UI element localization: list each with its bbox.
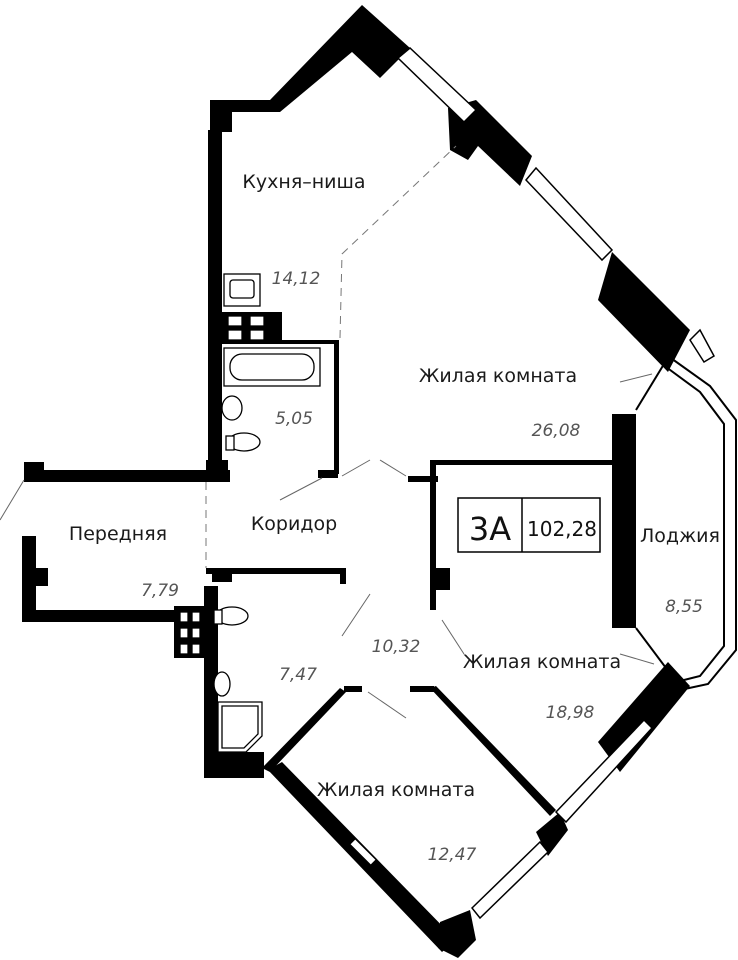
room-area-kitchen: 14,12 xyxy=(272,269,321,289)
washbasin-icon xyxy=(221,395,243,421)
room-area-hallway: 7,79 xyxy=(141,581,179,601)
room-labels: Кухня–ниша 14,12 5,05 Жилая комната 26,0… xyxy=(69,171,720,865)
exterior-walls xyxy=(22,5,690,958)
room-area-corridor: 10,32 xyxy=(372,637,421,657)
room-area-bathroom-1: 5,05 xyxy=(275,409,313,429)
room-name-bedroom-1: Жилая комната xyxy=(463,651,621,673)
apartment-badge: 3А 102,28 xyxy=(457,497,601,553)
room-area-loggia: 8,55 xyxy=(665,597,703,617)
windows xyxy=(396,46,737,920)
room-area-living-room: 26,08 xyxy=(532,421,581,441)
interior-walls xyxy=(174,312,612,867)
zone-lines xyxy=(0,145,655,719)
fixtures xyxy=(213,273,321,753)
room-area-bathroom-2: 7,47 xyxy=(279,665,317,685)
room-name-kitchen: Кухня–ниша xyxy=(242,171,365,193)
room-area-bedroom-2: 12,47 xyxy=(428,845,477,865)
apartment-type: 3А xyxy=(469,510,511,548)
room-name-bedroom-2: Жилая комната xyxy=(317,779,475,801)
room-name-loggia: Лоджия xyxy=(640,525,720,547)
room-area-bedroom-1: 18,98 xyxy=(546,703,595,723)
apartment-total-area: 102,28 xyxy=(527,517,597,541)
room-name-living-room: Жилая комната xyxy=(419,365,577,387)
room-name-hallway: Передняя xyxy=(69,523,167,545)
room-name-corridor: Коридор xyxy=(251,513,337,535)
washbasin-2-icon xyxy=(213,671,231,697)
